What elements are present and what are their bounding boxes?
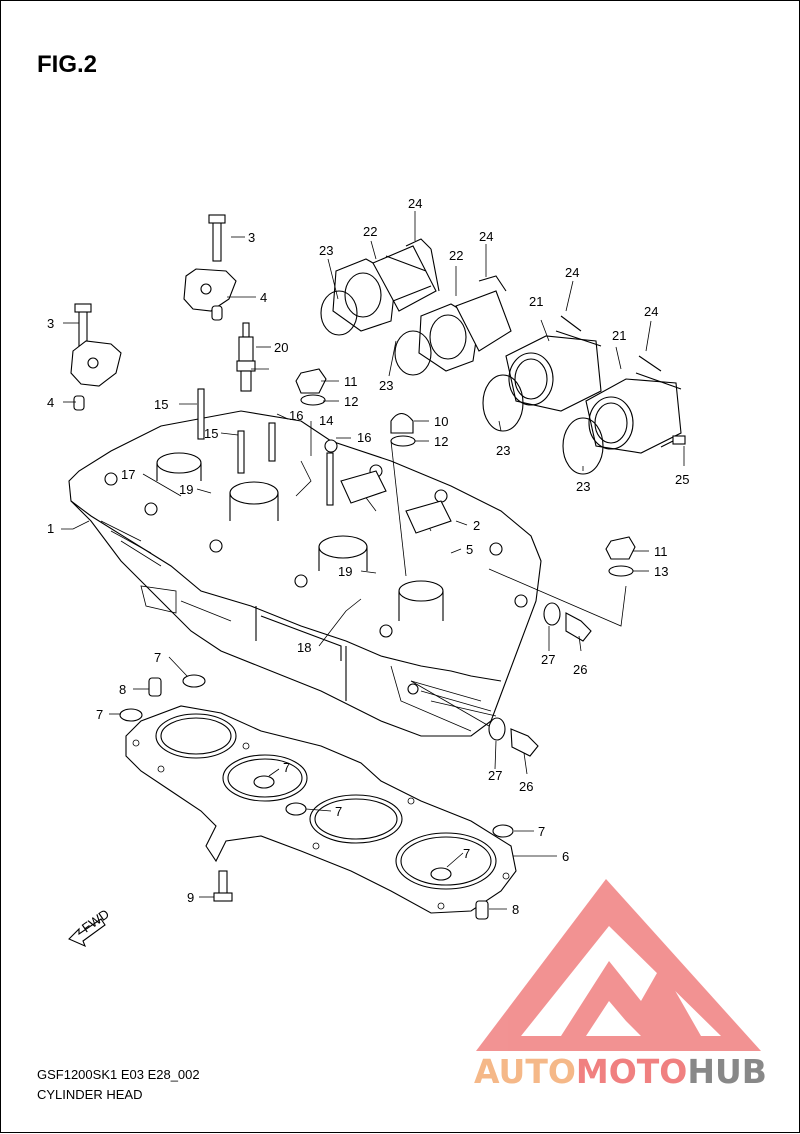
callout-8: 8 [512,902,519,917]
callout-27: 27 [541,652,555,667]
callout-7: 7 [335,804,342,819]
callout-19: 19 [179,482,193,497]
callout-3: 3 [47,316,54,331]
cam-holder-lower [70,303,122,411]
callout-24: 24 [565,265,579,280]
callout-labels: 3 4 3 4 1 2 5 20 11 12 10 12 11 13 15 15… [47,196,689,917]
stud-bolts [197,388,334,506]
group-name: CYLINDER HEAD [37,1087,143,1102]
callout-23: 23 [379,378,393,393]
watermark-m-icon [561,961,701,1036]
callout-12: 12 [344,394,358,409]
forward-arrow-icon: FWD [68,906,112,948]
callout-7: 7 [283,760,290,775]
nuts-and-washers [295,368,636,577]
callout-9: 9 [187,890,194,905]
drain-plugs [488,602,592,757]
callout-15: 15 [154,397,168,412]
callout-10: 10 [434,414,448,429]
callout-16: 16 [357,430,371,445]
callout-27: 27 [488,768,502,783]
callout-11: 11 [654,544,668,559]
watermark-moto: MOTO [576,1052,687,1091]
callout-15: 15 [204,426,218,441]
callout-26: 26 [519,779,533,794]
callout-8: 8 [119,682,126,697]
callout-1: 1 [47,521,54,536]
callout-2: 2 [473,518,480,533]
callout-21: 21 [529,294,543,309]
head-gasket [119,674,517,920]
callout-7: 7 [96,707,103,722]
watermark-auto: AUTO [474,1052,576,1091]
callout-23: 23 [576,479,590,494]
callout-25: 25 [675,472,689,487]
svg-text:AUTOMOTOHUB: AUTOMOTOHUB [474,1052,767,1091]
callout-23: 23 [496,443,510,458]
callout-26: 26 [573,662,587,677]
intake-pipes [320,238,686,475]
callout-24: 24 [479,229,493,244]
callout-20: 20 [274,340,288,355]
callout-3: 3 [248,230,255,245]
callout-22: 22 [449,248,463,263]
callout-11: 11 [344,374,358,389]
callout-7: 7 [463,846,470,861]
cam-holder-upper [183,214,237,321]
watermark-logo [476,879,761,1051]
callout-13: 13 [654,564,668,579]
watermark-hub: HUB [687,1052,767,1091]
cylinder-head [68,410,542,737]
watermark-wordmark: AUTOMOTOHUB [474,1052,767,1091]
callout-5: 5 [466,542,473,557]
callout-6: 6 [562,849,569,864]
callout-19: 19 [338,564,352,579]
callout-24: 24 [644,304,658,319]
cam-caps [340,470,452,534]
model-code: GSF1200SK1 E03 E28_002 [37,1067,200,1082]
callout-4: 4 [47,395,54,410]
callout-14: 14 [319,413,333,428]
callout-12: 12 [434,434,448,449]
callout-18: 18 [297,640,311,655]
callout-24: 24 [408,196,422,211]
callout-7: 7 [154,650,161,665]
callout-23: 23 [319,243,333,258]
watermark-m-cut-icon [586,1001,641,1036]
leader-lines [61,211,685,910]
callout-17: 17 [121,467,135,482]
callout-4: 4 [260,290,267,305]
callout-16: 16 [289,408,303,423]
callout-7: 7 [538,824,545,839]
callout-22: 22 [363,224,377,239]
callout-21: 21 [612,328,626,343]
spark-plug [236,322,256,392]
figure-title: FIG.2 [37,51,98,78]
